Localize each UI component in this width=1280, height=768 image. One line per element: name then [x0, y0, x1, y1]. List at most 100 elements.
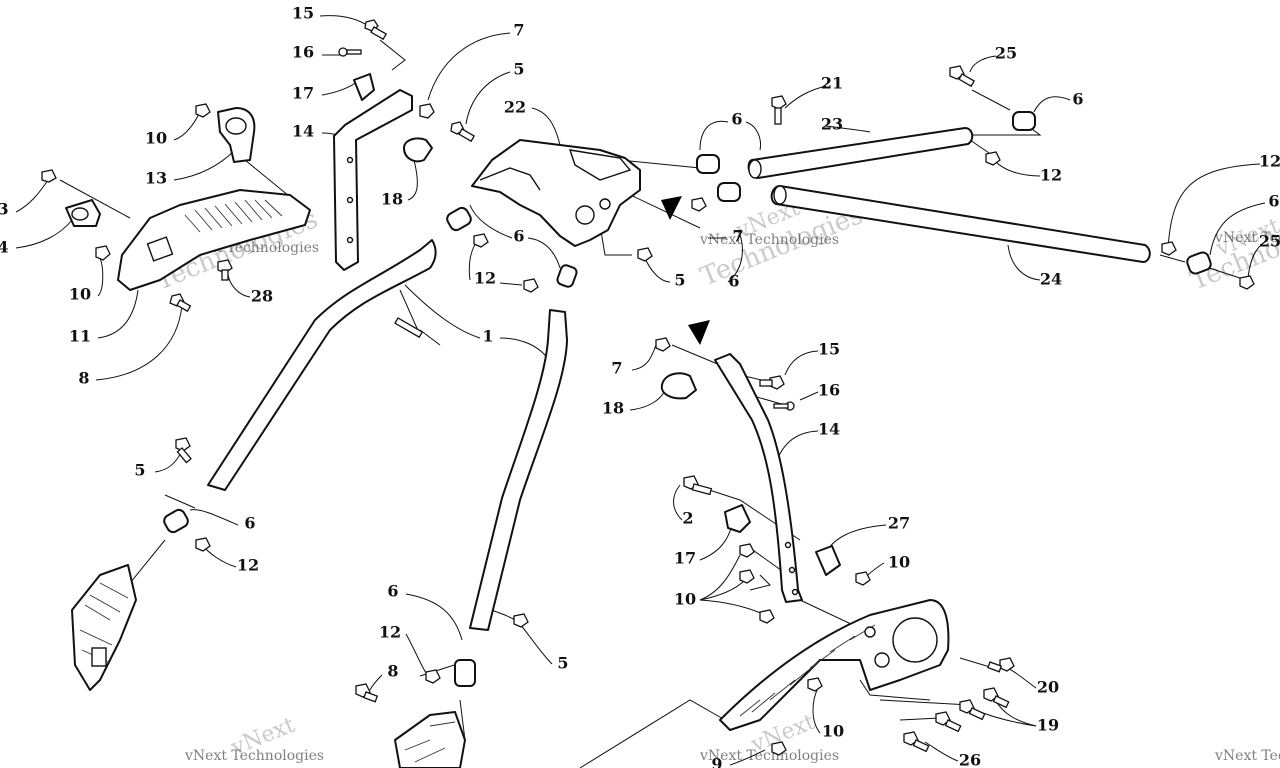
nut-7-mid	[691, 197, 707, 212]
bolt-15-top	[364, 19, 388, 41]
callout-12-c12d: 12	[237, 556, 259, 575]
callout-6-c6g: 6	[387, 582, 398, 601]
watermark-text-5: vNext Technologies	[699, 748, 839, 764]
bolt-19-c	[935, 711, 962, 733]
watermark-text-2: vNext Technologies	[699, 232, 839, 248]
cap-6-g	[163, 508, 189, 534]
callout-8-c8b: 8	[387, 662, 398, 681]
clip-17-top	[353, 73, 375, 101]
cap-6-b	[717, 182, 741, 202]
watermark-text-6: vNext Technologies	[1214, 748, 1280, 764]
bolt-5-left	[175, 437, 192, 464]
cap-6-h	[454, 659, 476, 687]
callout-10-c10c: 10	[888, 553, 910, 572]
callout-18-c18b: 18	[602, 399, 624, 418]
screw-16-right	[773, 401, 795, 411]
callout-15-c15a: 15	[292, 4, 314, 23]
nut-10-top	[195, 103, 211, 118]
callout-6-c6b: 6	[731, 110, 742, 129]
nut-12-bottom	[425, 669, 441, 684]
callout-2-c2: 2	[682, 509, 693, 528]
callout-26-c26: 26	[959, 751, 981, 768]
callout-24-c24: 24	[1040, 270, 1062, 289]
mount-bottom-center	[394, 711, 466, 768]
bolt-5-mid	[637, 247, 653, 262]
watermark-text-4: vNext Technologies	[184, 748, 324, 764]
callout-3-c3: 3	[0, 200, 9, 219]
nut-10-bottom	[807, 677, 823, 692]
bracket-arm-14-top	[333, 89, 413, 271]
direction-arrows	[661, 196, 710, 345]
callout-21-c21: 21	[821, 74, 843, 93]
callout-4-c4: 4	[0, 238, 9, 257]
bolt-26	[903, 731, 930, 753]
bar-24	[770, 185, 1151, 263]
callout-17-c17b: 17	[674, 549, 696, 568]
bolt-28	[217, 259, 233, 281]
callout-11-c11: 11	[69, 327, 91, 346]
nut-12-right	[985, 151, 1001, 166]
callout-10-c10d: 10	[674, 590, 696, 609]
callout-13-c13: 13	[145, 169, 167, 188]
mount-plate-11	[117, 189, 311, 291]
fasteners	[41, 19, 1255, 756]
nut-12-a	[473, 233, 489, 248]
callout-18-c18a: 18	[381, 190, 403, 209]
bolt-25-far	[1239, 275, 1255, 290]
callout-12-c12a: 12	[474, 269, 496, 288]
clamp-18-top	[403, 137, 433, 163]
bolt-25-top	[949, 65, 976, 88]
callout-5-c5d: 5	[557, 654, 568, 673]
callout-7-c7c: 7	[611, 359, 622, 378]
callout-23-c23: 23	[821, 115, 843, 134]
nut-10-r1	[739, 543, 755, 558]
nut-12-b	[523, 278, 539, 293]
cap-6-c	[1012, 111, 1036, 131]
callout-6-c6d: 6	[728, 272, 739, 291]
screw-bottom-diag	[394, 317, 424, 339]
arrow-icon-mid	[688, 320, 710, 345]
bracket-4	[65, 199, 101, 227]
callout-16-c16a: 16	[292, 43, 314, 62]
cap-6-d	[1186, 251, 1212, 275]
bar-23	[747, 127, 974, 179]
bolt-8-bottom	[355, 683, 379, 703]
cap-6-e	[446, 206, 472, 232]
watermarks: vNext Technologies vNext Technologies vN…	[151, 196, 1280, 764]
nut-12-far	[1161, 241, 1177, 256]
bracket-13	[217, 107, 256, 163]
callout-5-c5a: 5	[513, 60, 524, 79]
bolt-21	[771, 95, 787, 125]
frame-9	[719, 599, 950, 731]
nut-10-r4	[855, 571, 871, 586]
callout-10-c10a: 10	[145, 129, 167, 148]
callout-27-c27: 27	[888, 514, 910, 533]
callout-19-c19: 19	[1037, 716, 1059, 735]
tube-1-left	[207, 239, 437, 491]
callout-9-c9: 9	[711, 755, 722, 768]
callout-17-c17a: 17	[292, 84, 314, 103]
nut-7-top	[419, 103, 435, 119]
nut-12-left-low	[195, 537, 211, 552]
bolt-20	[987, 657, 1015, 673]
cap-6-f	[556, 264, 578, 288]
nut-7-right	[655, 337, 671, 352]
arrow-icon-top	[661, 196, 682, 220]
mount-bottom-left	[71, 564, 137, 691]
tube-1-center	[469, 309, 568, 631]
callout-7-c7a: 7	[513, 21, 524, 40]
bolt-5-top	[450, 121, 476, 143]
callout-14-c14b: 14	[818, 420, 840, 439]
nut-5-bottom	[513, 613, 529, 628]
callout-7-c7b: 7	[732, 227, 743, 246]
clip-17-bottom	[724, 504, 751, 533]
cap-6-a	[696, 154, 720, 174]
callout-16-c16b: 16	[818, 381, 840, 400]
bracket-arm-14-right	[714, 353, 803, 603]
leader-lines	[15, 15, 1266, 768]
callout-6-c6f: 6	[244, 514, 255, 533]
nut-10-left	[95, 245, 111, 261]
callout-6-c6a: 6	[513, 227, 524, 246]
callout-22-c22: 22	[504, 98, 526, 117]
callout-1-c1: 1	[482, 327, 493, 346]
